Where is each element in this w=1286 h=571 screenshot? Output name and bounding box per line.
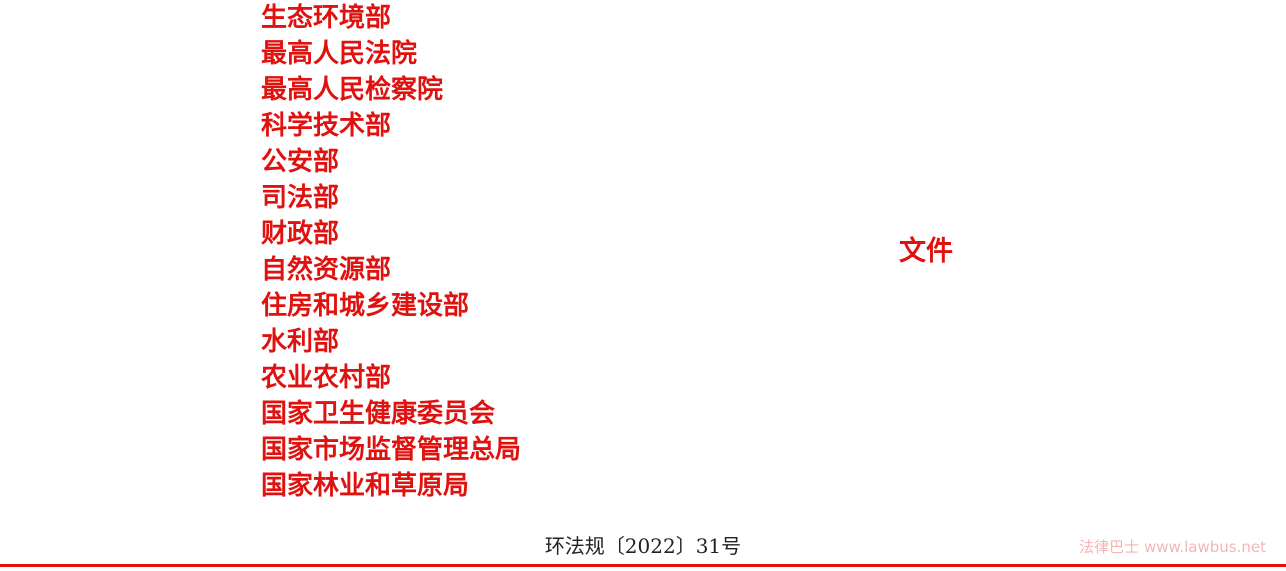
issuer-item: 公安部 (261, 147, 340, 177)
issuer-item: 农业农村部 (261, 363, 392, 393)
issuer-item: 自然资源部 (261, 255, 392, 285)
issuer-item: 住房和城乡建设部 (261, 291, 470, 321)
issuer-item: 最高人民检察院 (261, 75, 444, 105)
issuer-item: 国家市场监督管理总局 (261, 435, 522, 465)
issuing-agencies-list: 生态环境部 最高人民法院 最高人民检察院 科学技术部 公安部 司法部 财政部 自… (261, 0, 521, 504)
issuer-item: 科学技术部 (261, 111, 392, 141)
document-type-word: 文件 (899, 236, 953, 267)
issuer-item: 生态环境部 (261, 3, 392, 33)
issuer-item: 财政部 (261, 219, 340, 249)
issuer-item: 国家林业和草原局 (261, 471, 470, 501)
red-header-rule (0, 564, 1286, 567)
issuer-item: 司法部 (261, 183, 340, 213)
issuer-item: 最高人民法院 (261, 39, 418, 69)
document-number: 环法规〔2022〕31号 (544, 534, 742, 558)
watermark: 法律巴士 www.lawbus.net (1079, 538, 1266, 556)
issuer-item: 水利部 (261, 327, 340, 357)
issuer-item: 国家卫生健康委员会 (261, 399, 496, 429)
